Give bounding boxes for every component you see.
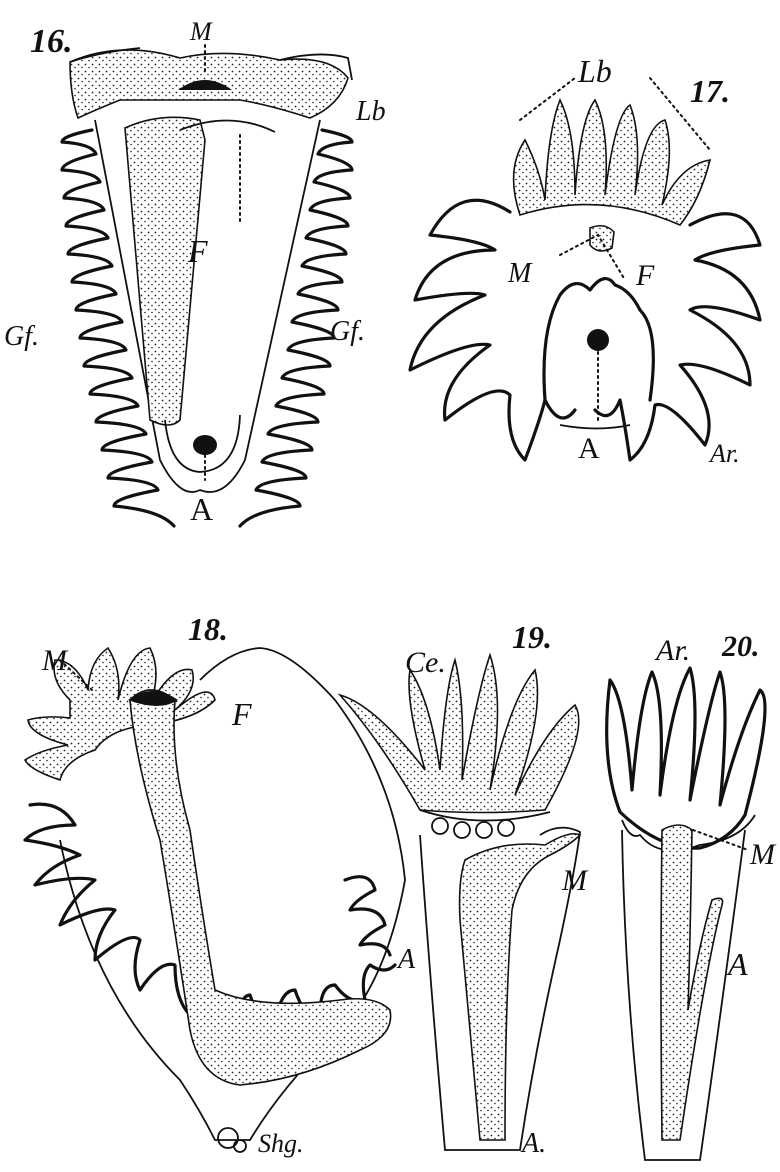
figure-17-number: 17. (690, 73, 730, 109)
figure-20: 20. Ar. M A (607, 630, 777, 1160)
figure-16: 16. M Lb F Gf. Gf. A (4, 17, 386, 527)
figure-16-label-gill-right: Gf. (330, 316, 365, 347)
figure-16-anus (193, 435, 217, 455)
figure-18-label-foot: F (231, 696, 252, 732)
figure-19-label-mouth: M (561, 864, 589, 897)
figure-17-label-arm: Ar. (708, 439, 740, 468)
figure-20-label-mouth: M (749, 838, 777, 871)
figure-17-anus (587, 329, 609, 351)
figure-16-label-mouth: M (189, 17, 213, 46)
figure-16-label-lobe: Lb (355, 96, 386, 127)
figure-17-lobe-tentacles (514, 100, 710, 225)
figure-16-label-anus: A (190, 491, 213, 527)
figure-17-label-lobe: Lb (577, 53, 612, 89)
figure-18-number: 18. (188, 611, 228, 647)
figure-16-number: 16. (30, 23, 73, 60)
figure-18-shell-gland (218, 1128, 238, 1148)
figure-16-label-foot: F (187, 233, 208, 269)
figure-20-gut (661, 825, 723, 1140)
figure-19-number: 19. (512, 619, 552, 655)
figure-20-label-anus: A (726, 946, 748, 982)
figure-16-label-gill-left: Gf. (4, 321, 39, 352)
figure-20-number: 20. (721, 630, 760, 663)
figure-17-arms (410, 200, 760, 460)
figure-18-label-anus: A (396, 944, 416, 975)
figure-17-label-anus: A (578, 432, 600, 465)
figure-17: 17. Lb M F A Ar. (410, 53, 760, 468)
figure-18-gut (130, 690, 391, 1085)
figure-20-arms (607, 668, 765, 848)
figure-18-label-shell-gland: Shg. (258, 1129, 304, 1158)
figure-17-label-mouth: M (507, 258, 533, 289)
figure-19-tentacles (340, 655, 579, 813)
figure-19-label-cephalic: Ce. (405, 646, 446, 679)
figure-19-label-anus: A. (520, 1128, 546, 1159)
figure-18: 18. M F A Shg. (25, 611, 416, 1158)
figure-18-label-mouth: M (41, 644, 69, 677)
figure-16-foot (125, 117, 205, 425)
figure-17-label-foot: F (635, 259, 655, 292)
figure-19: 19. Ce. M A. (340, 619, 589, 1159)
figure-20-label-arm: Ar. (654, 634, 690, 667)
